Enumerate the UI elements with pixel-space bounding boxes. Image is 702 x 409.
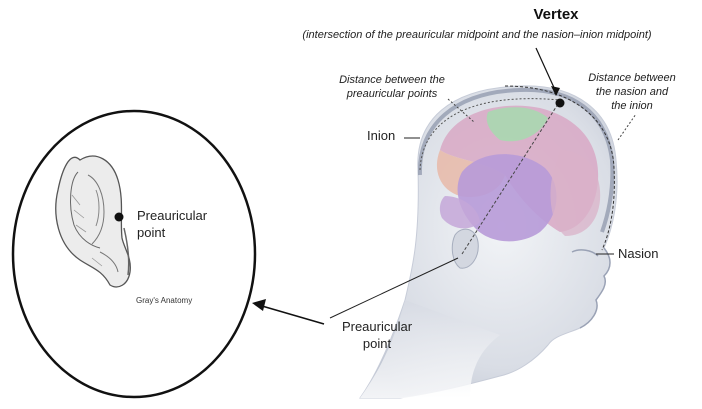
skull-outline <box>417 87 615 233</box>
eye-line <box>571 249 599 257</box>
head-preauricular-label: Preauricular point <box>341 319 413 351</box>
ear-inset-circle <box>11 109 257 399</box>
brain-frontal <box>550 150 601 236</box>
vertex-subtitle: (intersection of the preauricular midpoi… <box>302 29 652 41</box>
credit-label: Gray's Anatomy <box>136 296 193 305</box>
ear-preauricular-dot <box>114 212 124 222</box>
brain-frontal-green <box>486 107 548 142</box>
ear-arrow-line <box>261 305 325 325</box>
preauricular-distance-label: Distance between the preauricular points <box>339 74 445 100</box>
nasion-inion-arc <box>504 85 615 251</box>
preauricular-arc <box>419 98 561 171</box>
vertex-arrowhead <box>551 86 560 96</box>
brain-temporal <box>457 154 557 242</box>
neck <box>360 300 500 398</box>
nasion-inion-distance-label: Distance between the nasion and the inio… <box>588 72 676 112</box>
nasion-inion-distance-leader <box>617 113 637 141</box>
preauricular-distance-leader <box>447 98 475 123</box>
ear-drawing <box>55 155 131 288</box>
face-profile <box>579 247 611 329</box>
head-preauricular-leader <box>329 257 459 319</box>
inion-label: Inion <box>367 128 396 143</box>
nasion-label: Nasion <box>618 246 659 261</box>
brain-cerebellum <box>439 196 480 229</box>
vertex-dot <box>555 98 565 108</box>
vertex-arrow-line <box>535 47 557 93</box>
ear-preauricular-label: Preauricular point <box>137 208 208 240</box>
ear-arrowhead <box>252 299 266 311</box>
vertex-title: Vertex <box>533 6 579 23</box>
